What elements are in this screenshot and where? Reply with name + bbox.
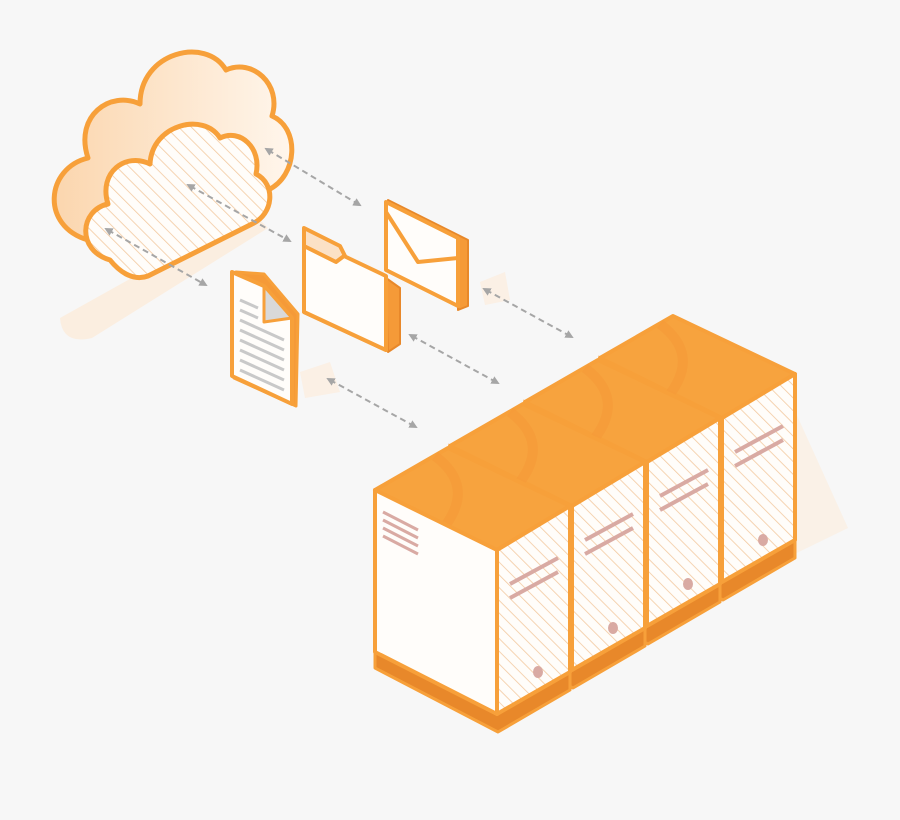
- connector-cloud-document: [104, 227, 208, 287]
- document-icon: [230, 270, 300, 408]
- connector-cloud-envelope: [264, 147, 362, 207]
- server-tower-icon: [448, 402, 647, 690]
- connectors: [104, 147, 574, 429]
- server-tower-icon: [373, 446, 572, 734]
- server-rack: [373, 314, 797, 734]
- connector-folder-servers: [408, 333, 500, 385]
- folder-icon: [302, 226, 401, 353]
- connector-cloud-folder: [186, 183, 292, 243]
- connector-document-servers: [326, 377, 418, 429]
- server-tower-icon: [523, 358, 722, 646]
- cloud-icon: [51, 49, 295, 280]
- envelope-icon: [384, 199, 469, 311]
- connector-envelope-servers: [482, 287, 574, 339]
